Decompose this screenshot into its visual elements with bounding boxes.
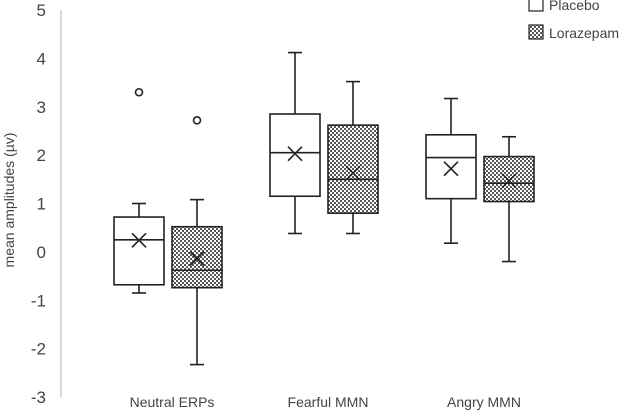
iqr-box: [425, 134, 477, 200]
y-tick-label: 1: [37, 195, 46, 214]
y-axis-label: mean amplitudes (µv): [1, 133, 17, 268]
iqr-box: [113, 216, 165, 286]
box-placebo-1: [269, 51, 321, 235]
mean-marker: [131, 232, 147, 248]
iqr-box: [483, 155, 535, 203]
y-tick-label: 4: [37, 49, 46, 68]
box-lorazepam-0: [171, 115, 223, 366]
legend-label-lorazepam: Lorazepam: [549, 25, 619, 41]
box-groups: [113, 51, 535, 366]
y-tick-label: -2: [31, 340, 46, 359]
legend-swatch-placebo: [528, 0, 544, 12]
outlier-point: [192, 115, 202, 125]
y-tick-label: -1: [31, 291, 46, 310]
mean-marker: [443, 161, 459, 177]
box-lorazepam-2: [483, 135, 535, 263]
iqr-box: [269, 113, 321, 198]
box-lorazepam-1: [327, 80, 379, 235]
legend-swatch-lorazepam: [528, 24, 544, 40]
category-labels: Neutral ERPs Fearful MMN Angry MMN: [130, 394, 521, 410]
y-axis-ticks: -3 -2 -1 0 1 2 3 4 5: [31, 1, 46, 407]
category-label: Neutral ERPs: [130, 394, 215, 410]
legend-label-placebo: Placebo: [549, 0, 600, 13]
mean-marker: [345, 165, 361, 181]
y-tick-label: 5: [37, 1, 46, 20]
y-tick-label: 2: [37, 146, 46, 165]
y-tick-label: 0: [37, 243, 46, 262]
iqr-box: [171, 225, 223, 289]
outlier-point: [134, 87, 144, 97]
box-placebo-0: [113, 87, 165, 294]
y-tick-label: 3: [37, 98, 46, 117]
category-label: Fearful MMN: [288, 394, 369, 410]
category-label: Angry MMN: [447, 394, 521, 410]
iqr-box: [327, 124, 379, 214]
mean-marker: [287, 146, 303, 162]
y-tick-label: -3: [31, 388, 46, 407]
mean-marker: [189, 251, 205, 267]
mean-marker: [501, 173, 517, 189]
box-placebo-2: [425, 97, 477, 244]
